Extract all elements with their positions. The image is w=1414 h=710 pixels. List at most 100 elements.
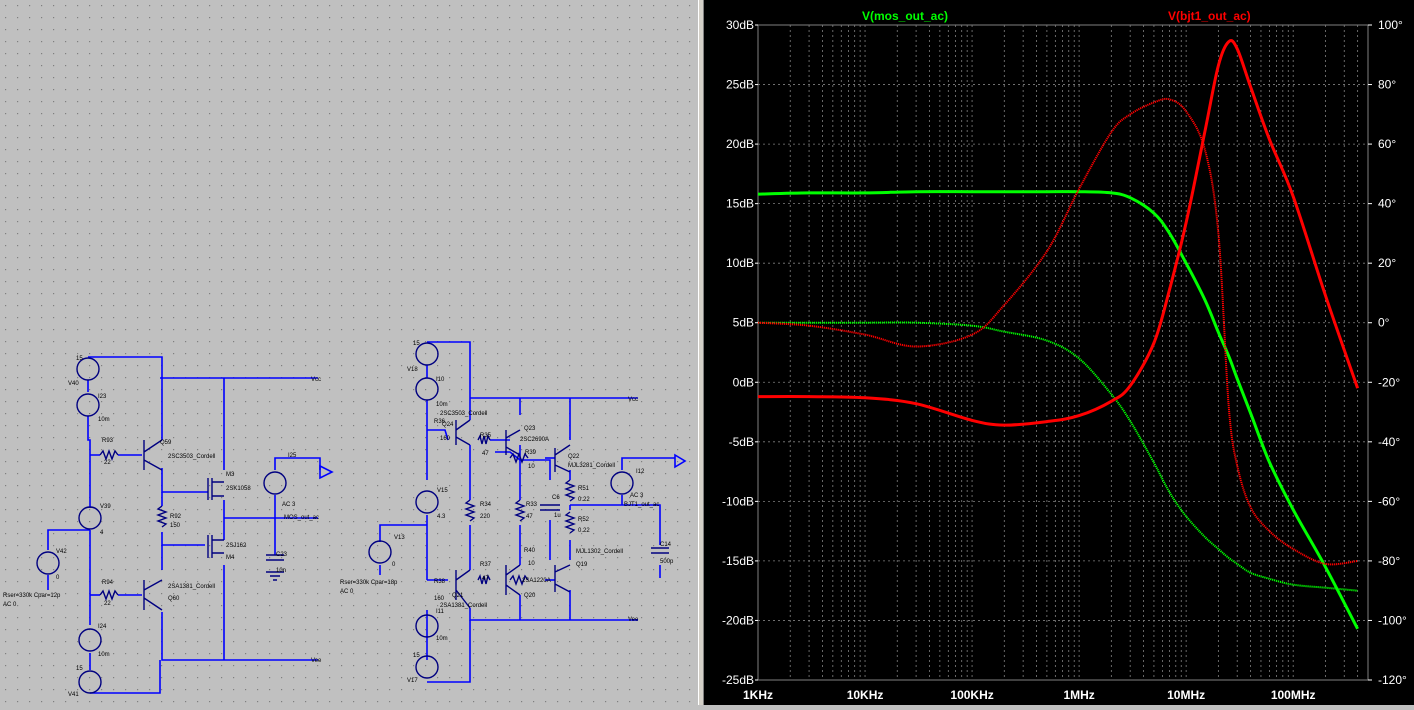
svg-text:0: 0 xyxy=(392,562,396,568)
svg-text:Q20: Q20 xyxy=(524,593,536,599)
svg-text:R35: R35 xyxy=(480,433,492,439)
svg-text:2SC3503_Cordell: 2SC3503_Cordell xyxy=(168,454,215,460)
db-tick-label: 30dB xyxy=(726,18,754,32)
svg-text:0: 0 xyxy=(56,575,60,581)
svg-text:500p: 500p xyxy=(660,559,674,565)
svg-text:10: 10 xyxy=(528,561,535,567)
svg-text:R38: R38 xyxy=(434,579,446,585)
trace-v-mos-out-ac-phase xyxy=(757,321,1358,592)
db-tick-label: -10dB xyxy=(722,494,754,508)
phase-tick-label: 80° xyxy=(1378,78,1396,92)
svg-text:2SC3503_Cordell: 2SC3503_Cordell xyxy=(440,411,487,417)
pane-splitter[interactable] xyxy=(698,0,704,705)
svg-text:M4: M4 xyxy=(226,555,235,561)
svg-text:2SK1058: 2SK1058 xyxy=(226,486,251,492)
svg-text:Q60: Q60 xyxy=(168,596,180,602)
svg-text:Vee: Vee xyxy=(311,658,322,664)
svg-text:2SA1220A: 2SA1220A xyxy=(522,578,551,584)
freq-tick-label: 10KHz xyxy=(847,688,884,702)
svg-text:10: 10 xyxy=(528,464,535,470)
svg-text:AC 0: AC 0 xyxy=(340,589,354,595)
svg-text:C14: C14 xyxy=(660,542,672,548)
svg-text:I25: I25 xyxy=(288,453,297,459)
svg-text:0.22: 0.22 xyxy=(578,497,590,503)
svg-text:MJL1302_Cordell: MJL1302_Cordell xyxy=(576,549,623,555)
trace-label-bjt1-out-ac[interactable]: V(bjt1_out_ac) xyxy=(1168,9,1251,23)
svg-text:4: 4 xyxy=(100,530,104,536)
svg-text:V17: V17 xyxy=(407,678,418,684)
svg-text:Vcc: Vcc xyxy=(628,397,638,403)
svg-text:V41: V41 xyxy=(68,692,79,698)
svg-text:1u: 1u xyxy=(554,513,561,519)
phase-tick-label: -100° xyxy=(1378,613,1407,627)
traces xyxy=(757,39,1360,630)
svg-text:Q21: Q21 xyxy=(452,593,464,599)
svg-text:22: 22 xyxy=(104,601,111,607)
svg-text:MJL3281_Cordell: MJL3281_Cordell xyxy=(568,463,615,469)
svg-text:Q22: Q22 xyxy=(568,454,580,460)
svg-text:220: 220 xyxy=(480,514,491,520)
svg-text:R33: R33 xyxy=(526,502,538,508)
svg-text:Q23: Q23 xyxy=(524,426,536,432)
svg-text:C6: C6 xyxy=(552,495,560,501)
svg-text:Q19: Q19 xyxy=(576,562,588,568)
freq-tick-label: 100MHz xyxy=(1271,688,1316,702)
right-axis-phase: 100°80°60°40°20°0°-20°-40°-60°-80°-100°-… xyxy=(1368,18,1407,687)
bode-plot[interactable]: 30dB25dB20dB15dB10dB5dB0dB-5dB-10dB-15dB… xyxy=(704,0,1414,705)
svg-text:15: 15 xyxy=(76,356,83,362)
phase-tick-label: -60° xyxy=(1378,494,1400,508)
svg-text:V39: V39 xyxy=(100,504,111,510)
svg-text:2SJ162: 2SJ162 xyxy=(226,543,247,549)
svg-text:R94: R94 xyxy=(102,580,114,586)
svg-text:R40: R40 xyxy=(524,548,536,554)
phase-tick-label: 40° xyxy=(1378,197,1396,211)
db-tick-label: 10dB xyxy=(726,256,754,270)
svg-text:Q59: Q59 xyxy=(160,440,172,446)
svg-text:R37: R37 xyxy=(480,562,492,568)
schematic-pane[interactable]: 15 V40 I23 10m R93 22 Q59 2SC3503_Cordel… xyxy=(0,0,698,705)
trace-v-bjt1-out-ac-phase xyxy=(757,97,1358,566)
svg-text:160: 160 xyxy=(440,436,451,442)
svg-text:I23: I23 xyxy=(98,394,107,400)
freq-tick-label: 1MHz xyxy=(1063,688,1094,702)
phase-tick-label: 60° xyxy=(1378,137,1396,151)
freq-tick-label: 1KHz xyxy=(743,688,773,702)
wires xyxy=(47,341,675,694)
db-tick-label: 15dB xyxy=(726,197,754,211)
svg-text:Vcc: Vcc xyxy=(311,377,321,383)
phase-tick-label: -20° xyxy=(1378,375,1400,389)
schematic-labels: 15 V40 I23 10m R93 22 Q59 2SC3503_Cordel… xyxy=(3,341,674,698)
schematic-canvas[interactable]: 15 V40 I23 10m R93 22 Q59 2SC3503_Cordel… xyxy=(0,0,698,705)
svg-text:22: 22 xyxy=(104,460,111,466)
db-tick-label: 5dB xyxy=(733,316,754,330)
phase-tick-label: -80° xyxy=(1378,554,1400,568)
svg-text:47: 47 xyxy=(526,514,533,520)
svg-text:I24: I24 xyxy=(98,624,107,630)
svg-text:V13: V13 xyxy=(394,535,405,541)
db-tick-label: -5dB xyxy=(729,435,754,449)
svg-text:10m: 10m xyxy=(98,652,110,658)
svg-text:Rser=330k Cpar=18p: Rser=330k Cpar=18p xyxy=(340,580,398,586)
db-tick-label: -25dB xyxy=(722,673,754,687)
svg-text:Vee: Vee xyxy=(628,617,639,623)
trace-label-mos-out-ac[interactable]: V(mos_out_ac) xyxy=(862,9,948,23)
svg-text:150: 150 xyxy=(170,523,181,529)
svg-text:15: 15 xyxy=(413,653,420,659)
svg-text:15: 15 xyxy=(413,341,420,347)
svg-text:10m: 10m xyxy=(436,402,448,408)
components xyxy=(36,342,669,694)
svg-text:V18: V18 xyxy=(407,367,418,373)
svg-text:C23: C23 xyxy=(276,552,288,558)
svg-text:10m: 10m xyxy=(436,636,448,642)
db-tick-label: -20dB xyxy=(722,613,754,627)
svg-text:AC 3: AC 3 xyxy=(282,502,296,508)
svg-text:I11: I11 xyxy=(436,609,445,615)
schematic-grid xyxy=(0,0,698,705)
svg-text:I10: I10 xyxy=(436,377,445,383)
left-axis-db: 30dB25dB20dB15dB10dB5dB0dB-5dB-10dB-15dB… xyxy=(722,18,758,687)
svg-text:R39: R39 xyxy=(525,450,537,456)
trace-v-mos-out-ac-magnitude xyxy=(757,190,1359,630)
freq-tick-label: 10MHz xyxy=(1167,688,1205,702)
